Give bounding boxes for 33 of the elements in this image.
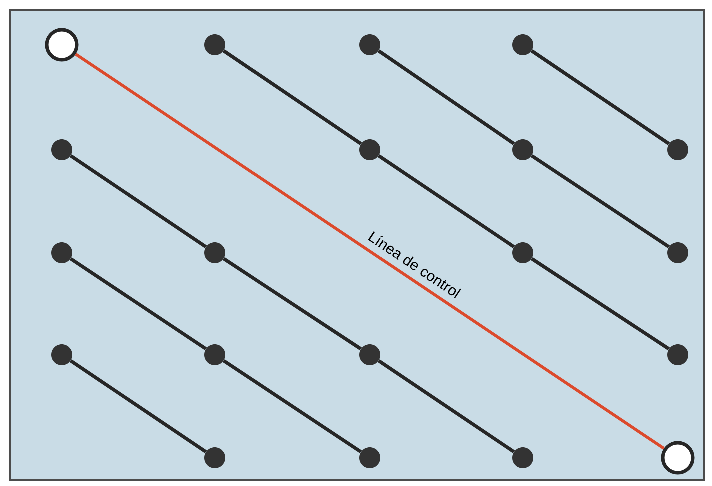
- line: [222, 359, 362, 454]
- dot: [512, 34, 534, 56]
- line: [378, 50, 516, 146]
- dot: [204, 448, 226, 468]
- dot: [668, 242, 688, 264]
- line: [70, 154, 208, 248]
- dot: [204, 344, 226, 366]
- dot: [512, 448, 534, 468]
- line: [378, 360, 516, 454]
- dot: [668, 140, 688, 160]
- line: [378, 154, 516, 248]
- line: [222, 257, 362, 351]
- open-circle: [45, 28, 79, 62]
- dot: [512, 140, 534, 160]
- dot: [204, 242, 226, 264]
- dot: [360, 448, 380, 468]
- dot: [204, 34, 226, 56]
- dot: [360, 140, 380, 160]
- dot: [52, 344, 72, 366]
- dot: [360, 344, 380, 366]
- control-line: [75, 53, 665, 450]
- line: [530, 257, 670, 351]
- line: [70, 360, 208, 454]
- line: [530, 154, 670, 249]
- dot: [52, 140, 72, 160]
- open-circle: [661, 441, 695, 475]
- line: [222, 50, 362, 146]
- dot: [512, 242, 534, 264]
- dot: [52, 242, 72, 264]
- dot: [668, 344, 688, 366]
- line: [530, 50, 670, 146]
- line: [70, 257, 208, 351]
- dot: [360, 34, 380, 56]
